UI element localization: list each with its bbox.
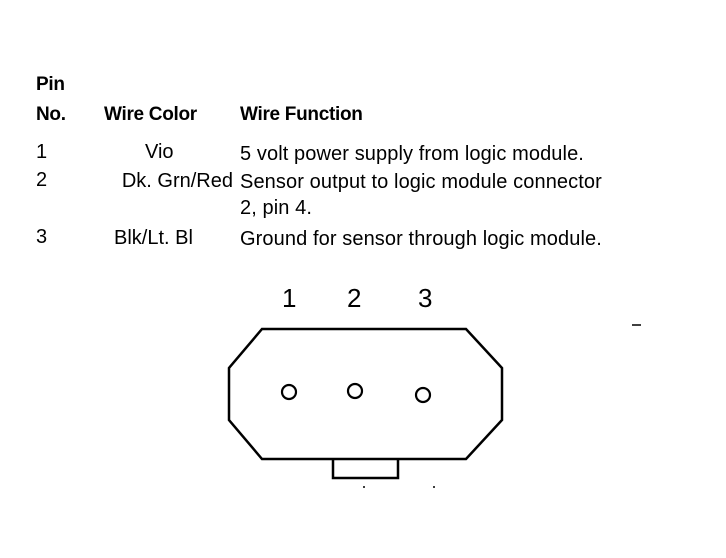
header-wire-color: Wire Color (104, 104, 197, 125)
row-1-color: Vio (145, 141, 174, 163)
row-2-pin: 2 (36, 169, 48, 191)
row-3-color: Blk/Lt. Bl (114, 227, 193, 249)
header-wire-function: Wire Function (240, 104, 363, 125)
pin-terminal-2 (346, 382, 364, 400)
connector-body (227, 327, 504, 461)
row-3-function: Ground for sensor through logic module. (240, 228, 602, 250)
connector-pin-label-1: 1 (282, 283, 297, 313)
connector-pin-label-3: 3 (418, 283, 433, 313)
pin-terminal-1 (280, 383, 298, 401)
row-3-pin: 3 (36, 226, 48, 248)
header-pin: Pin (36, 74, 65, 95)
row-2-function-line-1: Sensor output to logic module connector (240, 171, 602, 193)
row-1-function: 5 volt power supply from logic module. (240, 143, 584, 165)
header-pin-no: No. (36, 104, 66, 125)
row-2-function-line-2: 2, pin 4. (240, 197, 313, 219)
row-2-color: Dk. Grn/Red (121, 170, 233, 192)
speck (363, 486, 365, 488)
connector-pin-label-2: 2 (347, 283, 362, 313)
pin-terminal-3 (414, 386, 432, 404)
speck (433, 486, 435, 488)
row-1-pin: 1 (36, 141, 48, 163)
connector-lock-tab (331, 459, 400, 480)
